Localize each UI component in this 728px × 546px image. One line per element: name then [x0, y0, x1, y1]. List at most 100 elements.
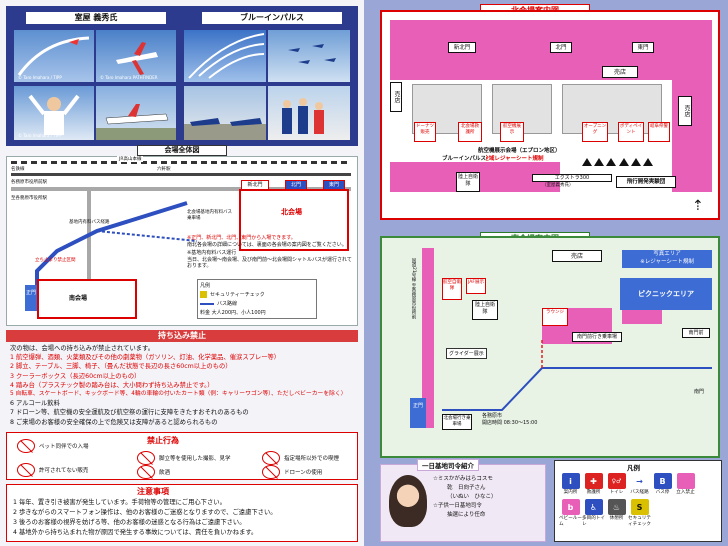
notice-line: 南北各会場の詳細については、裏面の各会場の案内図をご覧ください。	[187, 241, 347, 248]
pilot-image	[28, 94, 80, 135]
photo-blue-impulse-flight	[268, 30, 350, 82]
gate-kitamon: 北門	[285, 180, 307, 190]
photo-blue-impulse-ground	[184, 86, 266, 140]
bring-in-intro: 次の物は、会場への持ち込みが禁止されています。	[10, 345, 155, 352]
bus-stop-note: 北会場基地内有料バス乗車場	[187, 210, 232, 221]
bring-in-list: 次の物は、会場への持ち込みが禁止されています。 1 航空爆弾、酒類、火薬類及びそ…	[10, 344, 358, 427]
aircraft-exhibit: 航空機展示	[500, 122, 524, 142]
north-venue-map: 新北門 北門 東門 売店 売店 売店 ドーナツ販売 北会場救護所 航空機展示 オ…	[380, 10, 720, 220]
lounge: ラウンジ	[542, 308, 568, 326]
jgsdf-exhibit: 陸上自衛隊	[456, 172, 480, 192]
photo-plane-banking: © Taro Imahara PATHFINDER	[96, 30, 176, 82]
bus-route-arrow-icon: →	[630, 473, 649, 489]
legend-item: ♀♂トイレ	[605, 473, 628, 495]
gate-shin-kitamon: 新北門	[241, 180, 269, 190]
formation-image	[188, 33, 265, 79]
rokken-station-label: 六軒駅	[157, 167, 171, 172]
pilots-image	[282, 98, 324, 134]
plane-icon	[594, 158, 605, 166]
jr-line-label: JR高山本線	[117, 156, 144, 162]
gate-higashimon: 東門	[323, 180, 345, 190]
legend-item: セキュリティーチェック	[210, 292, 265, 298]
body-paint-booth: ボディペイント	[618, 122, 644, 142]
photo-plane-display	[96, 86, 176, 140]
no-vending-icon	[17, 463, 35, 477]
legend-title: 凡例	[627, 464, 640, 472]
no-pets-icon	[17, 439, 35, 453]
prohibited-label: 指定場所以外での喫煙	[284, 456, 340, 462]
photo-credit: © Taro Imahara / TIPP	[18, 133, 62, 138]
notice-line: ※正門、新北門、北門、東門から入場できます。	[187, 235, 296, 241]
security-check-icon	[200, 291, 207, 298]
no-smoking-icon	[262, 451, 280, 465]
prohibited-item: ドローンの使用	[262, 465, 322, 479]
shop-north-3: 売店	[390, 82, 402, 112]
photo-pilots-group	[268, 86, 350, 140]
notice-item: 2 歩きながらのスマートフォン操作は、他のお客様のご迷惑となりますので、ご遠慮下…	[13, 509, 277, 516]
photo-title-right: ブルーインパルス	[202, 12, 342, 24]
notices-title: 注意事項	[137, 487, 169, 496]
direction-label: 至各務原市役所駅	[11, 196, 47, 201]
bus-stop-icon: B	[653, 473, 672, 489]
legend-item: ✚救護所	[582, 473, 605, 495]
jets-image	[288, 44, 336, 64]
notice-line: ※基地内有料バス運行	[187, 250, 237, 256]
prohibited-title: 禁止行為	[147, 436, 179, 445]
bring-in-title: 持ち込み禁止	[6, 330, 358, 342]
prohibited-item: 飲酒	[137, 465, 170, 479]
ambassador-line: （いぬい ひなこ）	[447, 494, 497, 500]
prohibited-label: ドローンの使用	[284, 470, 323, 476]
notice-item: 4 基地外から持ち込まれた物が原因で発生する事故については、責任を負いかねます。	[13, 529, 258, 536]
legend-title: 凡例	[200, 283, 211, 289]
legend-item: 立入禁止	[674, 473, 697, 495]
ambassador-line: 乾 日向子さん	[447, 485, 486, 491]
notice-item: 1 毎年、置き引き被害が発生しています。手荷物等の管理にご用心下さい。	[13, 499, 226, 506]
blue-impulse-label: ブルーインパルス	[442, 154, 487, 162]
jaf-exhibit: JAF展示	[466, 278, 486, 294]
ambassador-line: ☆子供一日基地司令	[433, 503, 482, 509]
opening-exhibit: オープニング	[582, 122, 608, 142]
picnic-area: ピクニックエリア	[620, 278, 712, 310]
plane-icon	[582, 158, 592, 166]
prohibited-label: 脚立等を使用した撮影、見学	[159, 456, 231, 462]
rest-area-icon: ♨	[607, 499, 626, 515]
photo-area: 写真エリア ※レジャーシート規制	[622, 250, 712, 268]
road-north	[11, 187, 351, 191]
venue-overview-map: 会場全体図 JR高山本線 名鉄線 各務原市役所前駅 六軒駅 至各務原市役所駅 基…	[6, 145, 358, 326]
plane-icon	[643, 158, 654, 166]
photo-area-label: 写真エリア	[653, 251, 681, 257]
photo-pilot-celebration: © Taro Imahara / TIPP	[14, 86, 94, 140]
prohibited-item: 脚立等を使用した撮影、見学	[137, 451, 231, 465]
ambassador-box: 一日基地司令紹介 ☆ミスかがみはらコスモ 乾 日向子さん （いぬい ひなこ） ☆…	[380, 459, 546, 542]
venue-map-legend: 凡例 セキュリティーチェック バス路線 料金 大人200円、小人100円	[197, 279, 317, 319]
gate-shin-kitamon-north: 新北門	[448, 42, 476, 53]
legend-label: 休憩所	[609, 516, 624, 521]
muroya-label: （室屋義秀氏）	[542, 183, 574, 188]
notices-box: 注意事項 1 毎年、置き引き被害が発生しています。手荷物等の管理にご用心下さい。…	[6, 484, 358, 542]
road-vertical	[87, 187, 91, 317]
apron-area-label: 航空機展示会場（エプロン地区）	[478, 148, 561, 154]
bus-route-lines	[35, 201, 198, 286]
legend-item: ♨休憩所	[605, 499, 628, 527]
bring-in-rule: 4 踏み台（プラスチック製の踏み台は、大小問わず持ち込み禁止です。）	[10, 381, 214, 389]
south-jgsdf: 陸上自衛隊	[472, 300, 498, 320]
prohibited-label: ペット同伴での入場	[39, 444, 89, 450]
glider-exhibit: グライダー展示	[446, 348, 487, 359]
opening-hours: 開店時間 08:30〜15:00	[482, 420, 538, 426]
prohibited-label: 許可されてない販売	[39, 468, 89, 474]
venue-notice: ※正門、新北門、北門、東門から入場できます。 南北各会場の詳細については、裏面の…	[187, 235, 353, 270]
legend-item: →バス経路	[628, 473, 651, 495]
legend-label: バス経路	[630, 490, 649, 495]
leisure-sheet-note: ※全域レジャーシート規制	[478, 156, 544, 162]
photo-section: 室屋 義秀氏 ブルーインパルス © Taro Imahara / TIPP © …	[6, 6, 358, 146]
south-shop: 売店	[552, 250, 602, 262]
flight-test-wing: 飛行開発実験団	[616, 176, 676, 188]
photo-credit: © Taro Imahara PATHFINDER	[100, 75, 158, 80]
info-icon: i	[561, 473, 580, 489]
north-bound-bus-stop: 北会場行き乗車場	[442, 414, 472, 430]
security-check-icon: S	[630, 499, 649, 515]
plane-icon	[630, 158, 641, 166]
prohibited-acts-box: 禁止行為 ペット同伴での入場 脚立等を使用した撮影、見学 指定場所以外での喫煙 …	[6, 432, 358, 480]
